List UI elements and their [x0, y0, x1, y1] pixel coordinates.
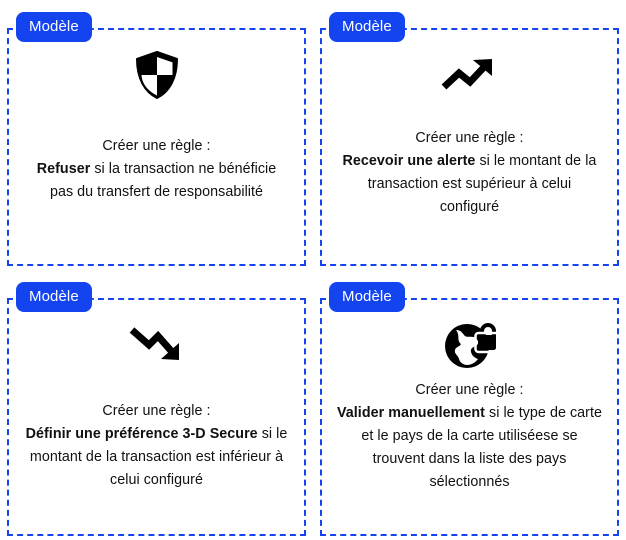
card-1-text: Créer une règle : Refuser si la transact…: [24, 135, 290, 204]
card-1-line1: Créer une règle :: [102, 138, 211, 154]
card-3-rest: si le montant de la transaction est infé…: [29, 426, 288, 488]
template-card-refuser[interactable]: Créer une règle : Refuser si la transact…: [7, 28, 306, 266]
card-1-bold-phrase: Refuser: [36, 161, 91, 177]
card-3-icon-container: [9, 322, 304, 366]
card-2-rest: si le montant de la transaction est supé…: [367, 153, 597, 215]
template-card-alerte[interactable]: Créer une règle : Recevoir une alerte si…: [320, 28, 619, 266]
card-2-text: Créer une règle : Recevoir une alerte si…: [337, 127, 603, 219]
card-slot-4: Créer une règle : Valider manuellement s…: [313, 270, 626, 540]
card-2-icon-container: [322, 56, 617, 96]
card-slot-1: Créer une règle : Refuser si la transact…: [0, 0, 313, 270]
card-4-text: Créer une règle : Valider manuellement s…: [337, 379, 603, 494]
card-1-badge[interactable]: Modèle: [16, 12, 92, 42]
card-3-line1: Créer une règle :: [102, 403, 211, 419]
card-4-bold-phrase: Valider manuellement: [336, 405, 485, 421]
trend-down-arrow-icon: [129, 327, 179, 360]
template-card-3ds[interactable]: Créer une règle : Définir une préférence…: [7, 298, 306, 536]
card-4-line1: Créer une règle :: [415, 382, 524, 398]
card-4-badge[interactable]: Modèle: [329, 282, 405, 312]
globe-lock-icon: [444, 323, 496, 368]
card-3-badge[interactable]: Modèle: [16, 282, 92, 312]
template-card-validation-manuelle[interactable]: Créer une règle : Valider manuellement s…: [320, 298, 619, 536]
card-2-bold-phrase: Recevoir une alerte: [342, 153, 476, 169]
card-2-line1: Créer une règle :: [415, 130, 524, 146]
card-slot-3: Créer une règle : Définir une préférence…: [0, 270, 313, 540]
card-1-rest: si la transaction ne bénéficie pas du tr…: [49, 161, 277, 200]
card-4-icon-container: [322, 320, 617, 370]
card-3-text: Créer une règle : Définir une préférence…: [24, 400, 290, 492]
card-slot-2: Créer une règle : Recevoir une alerte si…: [313, 0, 626, 270]
shield-checkered-icon: [135, 51, 178, 99]
card-4-rest: si le type de carte et le pays de la car…: [361, 405, 603, 490]
card-2-badge[interactable]: Modèle: [329, 12, 405, 42]
card-1-icon-container: [9, 51, 304, 99]
trend-up-arrow-icon: [441, 59, 492, 90]
card-3-bold-phrase: Définir une préférence 3-D Secure: [25, 426, 258, 442]
